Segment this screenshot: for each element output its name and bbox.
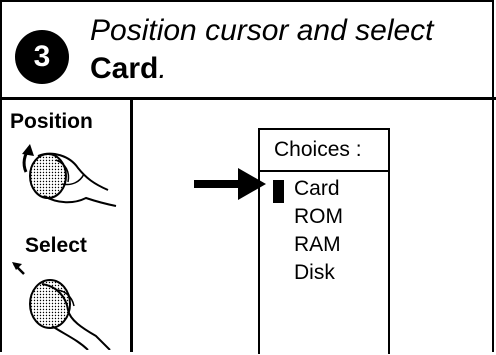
choices-menu: Choices : Card ROM RAM Disk — [258, 128, 390, 354]
rotate-knob-hand-icon — [12, 138, 120, 219]
step-instruction-line1: Position cursor and select — [90, 14, 434, 47]
step-number-badge: 3 — [15, 30, 69, 84]
menu-item-disk[interactable]: Disk — [294, 261, 335, 284]
step-target-word: Card — [90, 52, 159, 85]
selection-cursor — [273, 180, 284, 203]
menu-item-rom[interactable]: ROM — [294, 205, 343, 228]
arrow-right-icon — [194, 168, 266, 200]
menu-item-card[interactable]: Card — [294, 177, 340, 200]
step-header: 3 Position cursor and select Card. — [0, 0, 496, 100]
menu-divider — [260, 170, 388, 172]
press-knob-hand-icon — [12, 260, 120, 355]
control-sidebar: Position Select — [0, 100, 133, 352]
choices-menu-title: Choices : — [274, 138, 362, 161]
select-label: Select — [25, 234, 87, 257]
step-instruction-line2: Card. — [90, 52, 167, 86]
position-label: Position — [10, 110, 93, 133]
menu-item-ram[interactable]: RAM — [294, 233, 341, 256]
step-period: . — [158, 52, 167, 85]
